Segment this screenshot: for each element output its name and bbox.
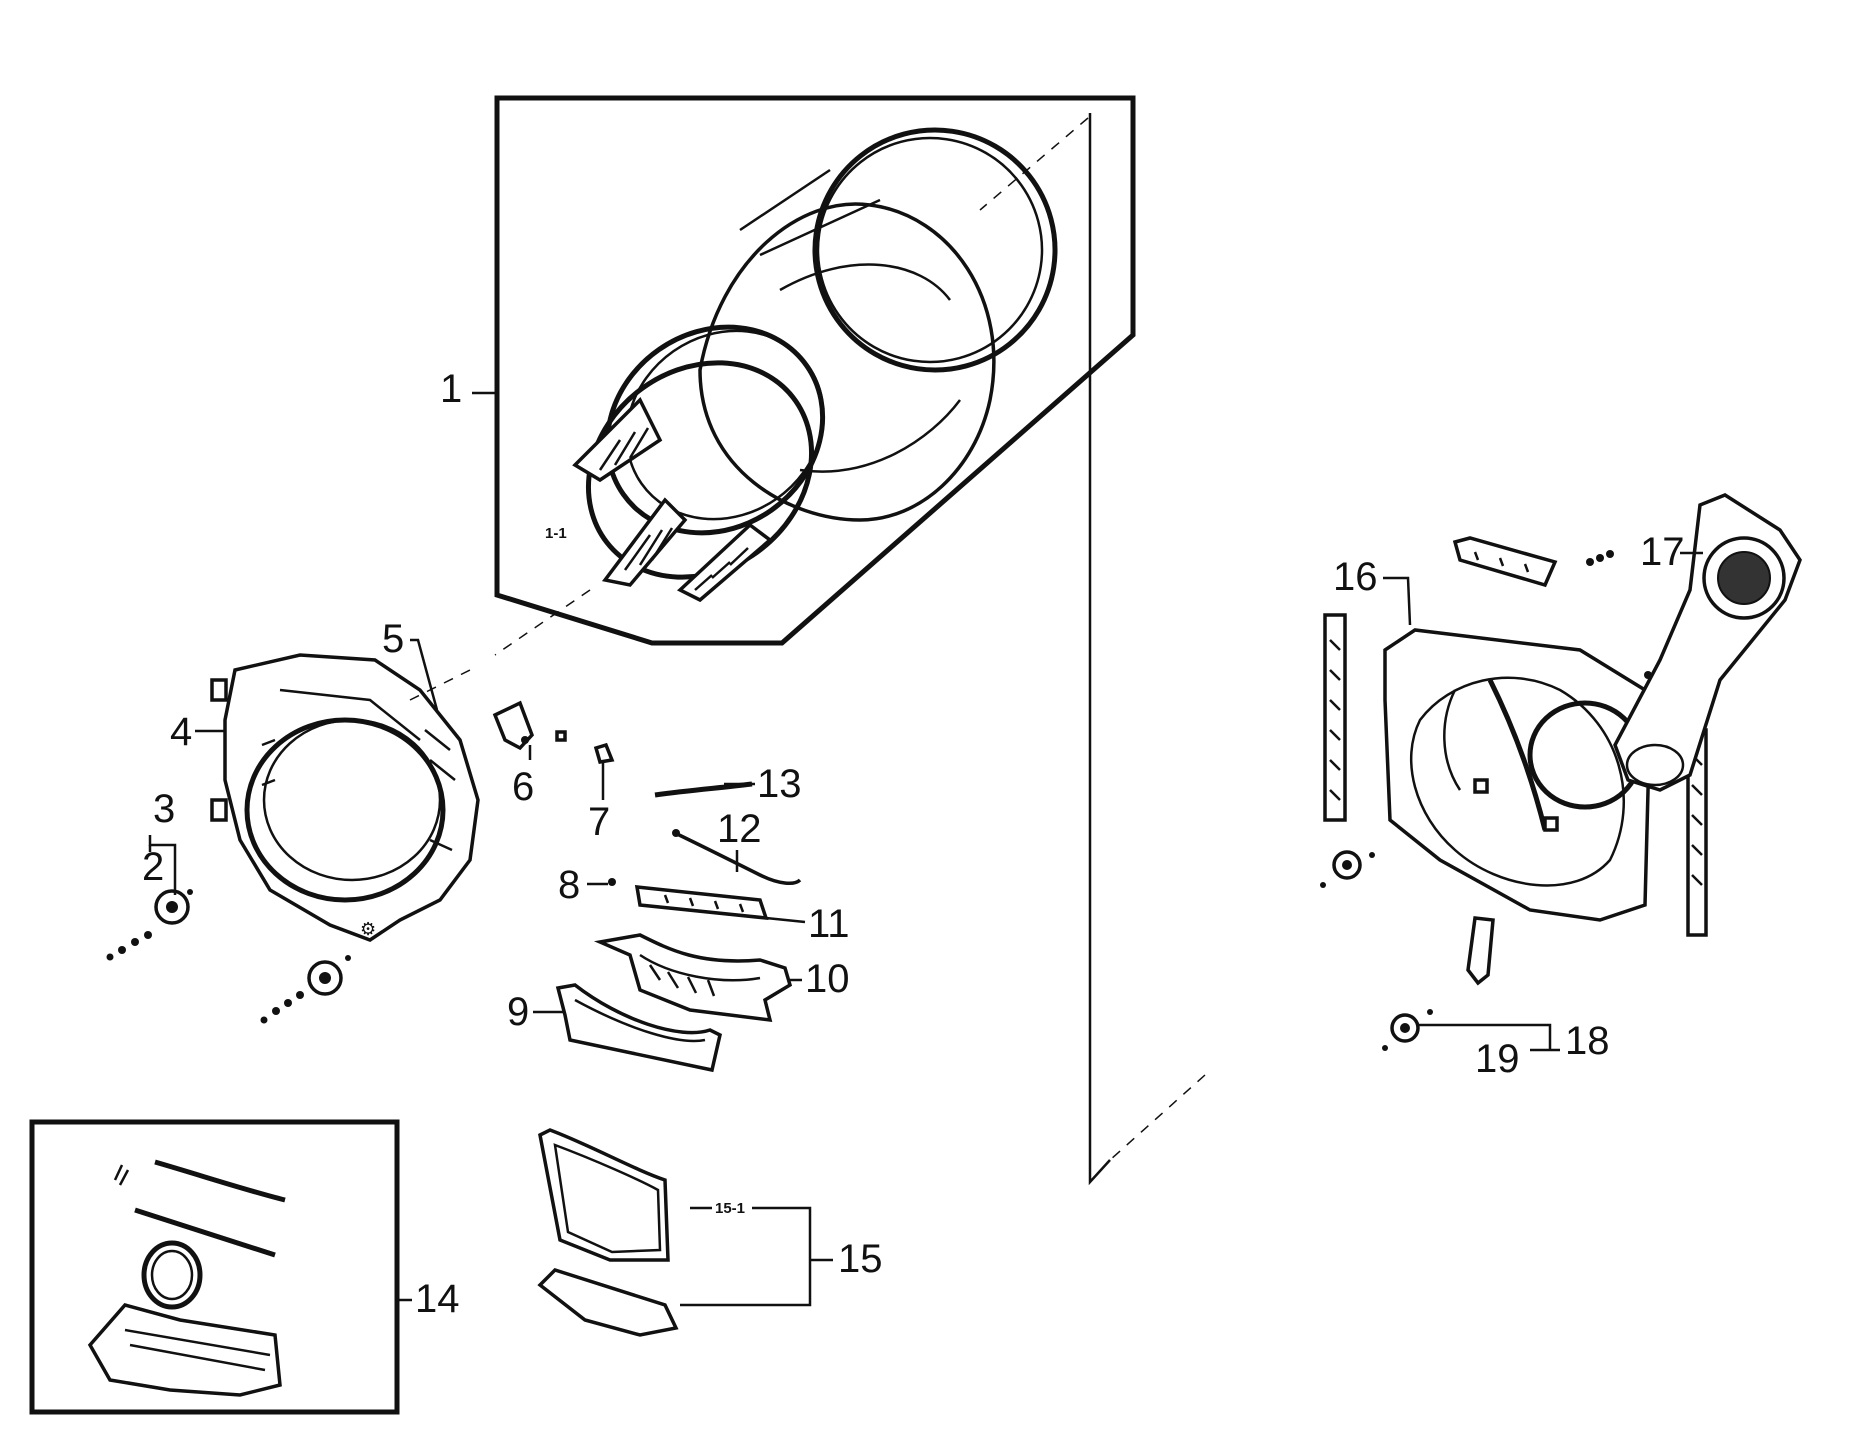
drum-assembly-group: 1 1-1	[440, 95, 1136, 656]
kit-14-duct	[87, 1303, 282, 1397]
label-4: 4	[170, 710, 192, 754]
front-rollers-group: 3 2	[106, 787, 351, 1024]
part-11-sensor	[634, 885, 769, 921]
label-17: 17	[1640, 530, 1685, 574]
drum-assembly-box	[494, 95, 1136, 646]
part-15-filter-frame	[538, 1128, 670, 1262]
rear-group: 16 17 18 19	[1088, 113, 1802, 1186]
drum-axis-line	[979, 117, 1089, 211]
filter-15-group: 15-1 15	[537, 1128, 883, 1337]
label-16: 16	[1333, 555, 1378, 599]
part-16-bulkhead	[1383, 628, 1652, 922]
part-6b	[555, 730, 567, 742]
label-18: 18	[1565, 1019, 1610, 1063]
label-7: 7	[588, 800, 610, 844]
front-frame-group: ⚙ 4 5	[170, 617, 480, 942]
rear-motor-stub	[1466, 916, 1495, 986]
label-3: 3	[153, 787, 175, 831]
vent-parts-group: 13 12 8 11 10 9	[507, 762, 850, 1073]
drum-lifter-baffle-upper	[572, 397, 663, 483]
part-7-clip	[593, 742, 615, 764]
part-9-housing	[555, 983, 723, 1073]
label-19: 19	[1475, 1037, 1520, 1081]
label-10: 10	[805, 957, 850, 1001]
rear-top-bracket	[1452, 536, 1558, 588]
drum-rear-ring	[812, 127, 1058, 373]
part-12-harness	[674, 831, 802, 886]
part-13-wire	[654, 781, 753, 798]
kit-14-group: 14	[29, 1119, 460, 1415]
label-1: 1	[440, 367, 462, 411]
label-1-1: 1-1	[545, 525, 567, 542]
drum-shell	[698, 202, 996, 522]
label-9: 9	[507, 990, 529, 1034]
label-11: 11	[808, 902, 850, 946]
label-15: 15	[838, 1237, 883, 1281]
part-15-filter-screen	[537, 1268, 679, 1337]
small-parts-group: 6 7	[492, 700, 615, 844]
label-2: 2	[142, 845, 164, 889]
kit-14-box	[29, 1119, 400, 1415]
rear-axis-outline	[1088, 113, 1111, 1186]
front-frame	[223, 653, 480, 942]
drum-lifter-baffle-side	[676, 522, 773, 603]
label-13: 13	[757, 762, 802, 806]
label-8: 8	[558, 863, 580, 907]
label-6: 6	[512, 765, 534, 809]
part-17-fan	[1702, 536, 1786, 620]
kit-14-gasket	[141, 1240, 203, 1310]
label-12: 12	[717, 807, 762, 851]
label-15-1: 15-1	[715, 1200, 745, 1217]
frame-emblem: ⚙	[360, 919, 376, 939]
label-5: 5	[382, 617, 404, 661]
label-14: 14	[415, 1277, 460, 1321]
